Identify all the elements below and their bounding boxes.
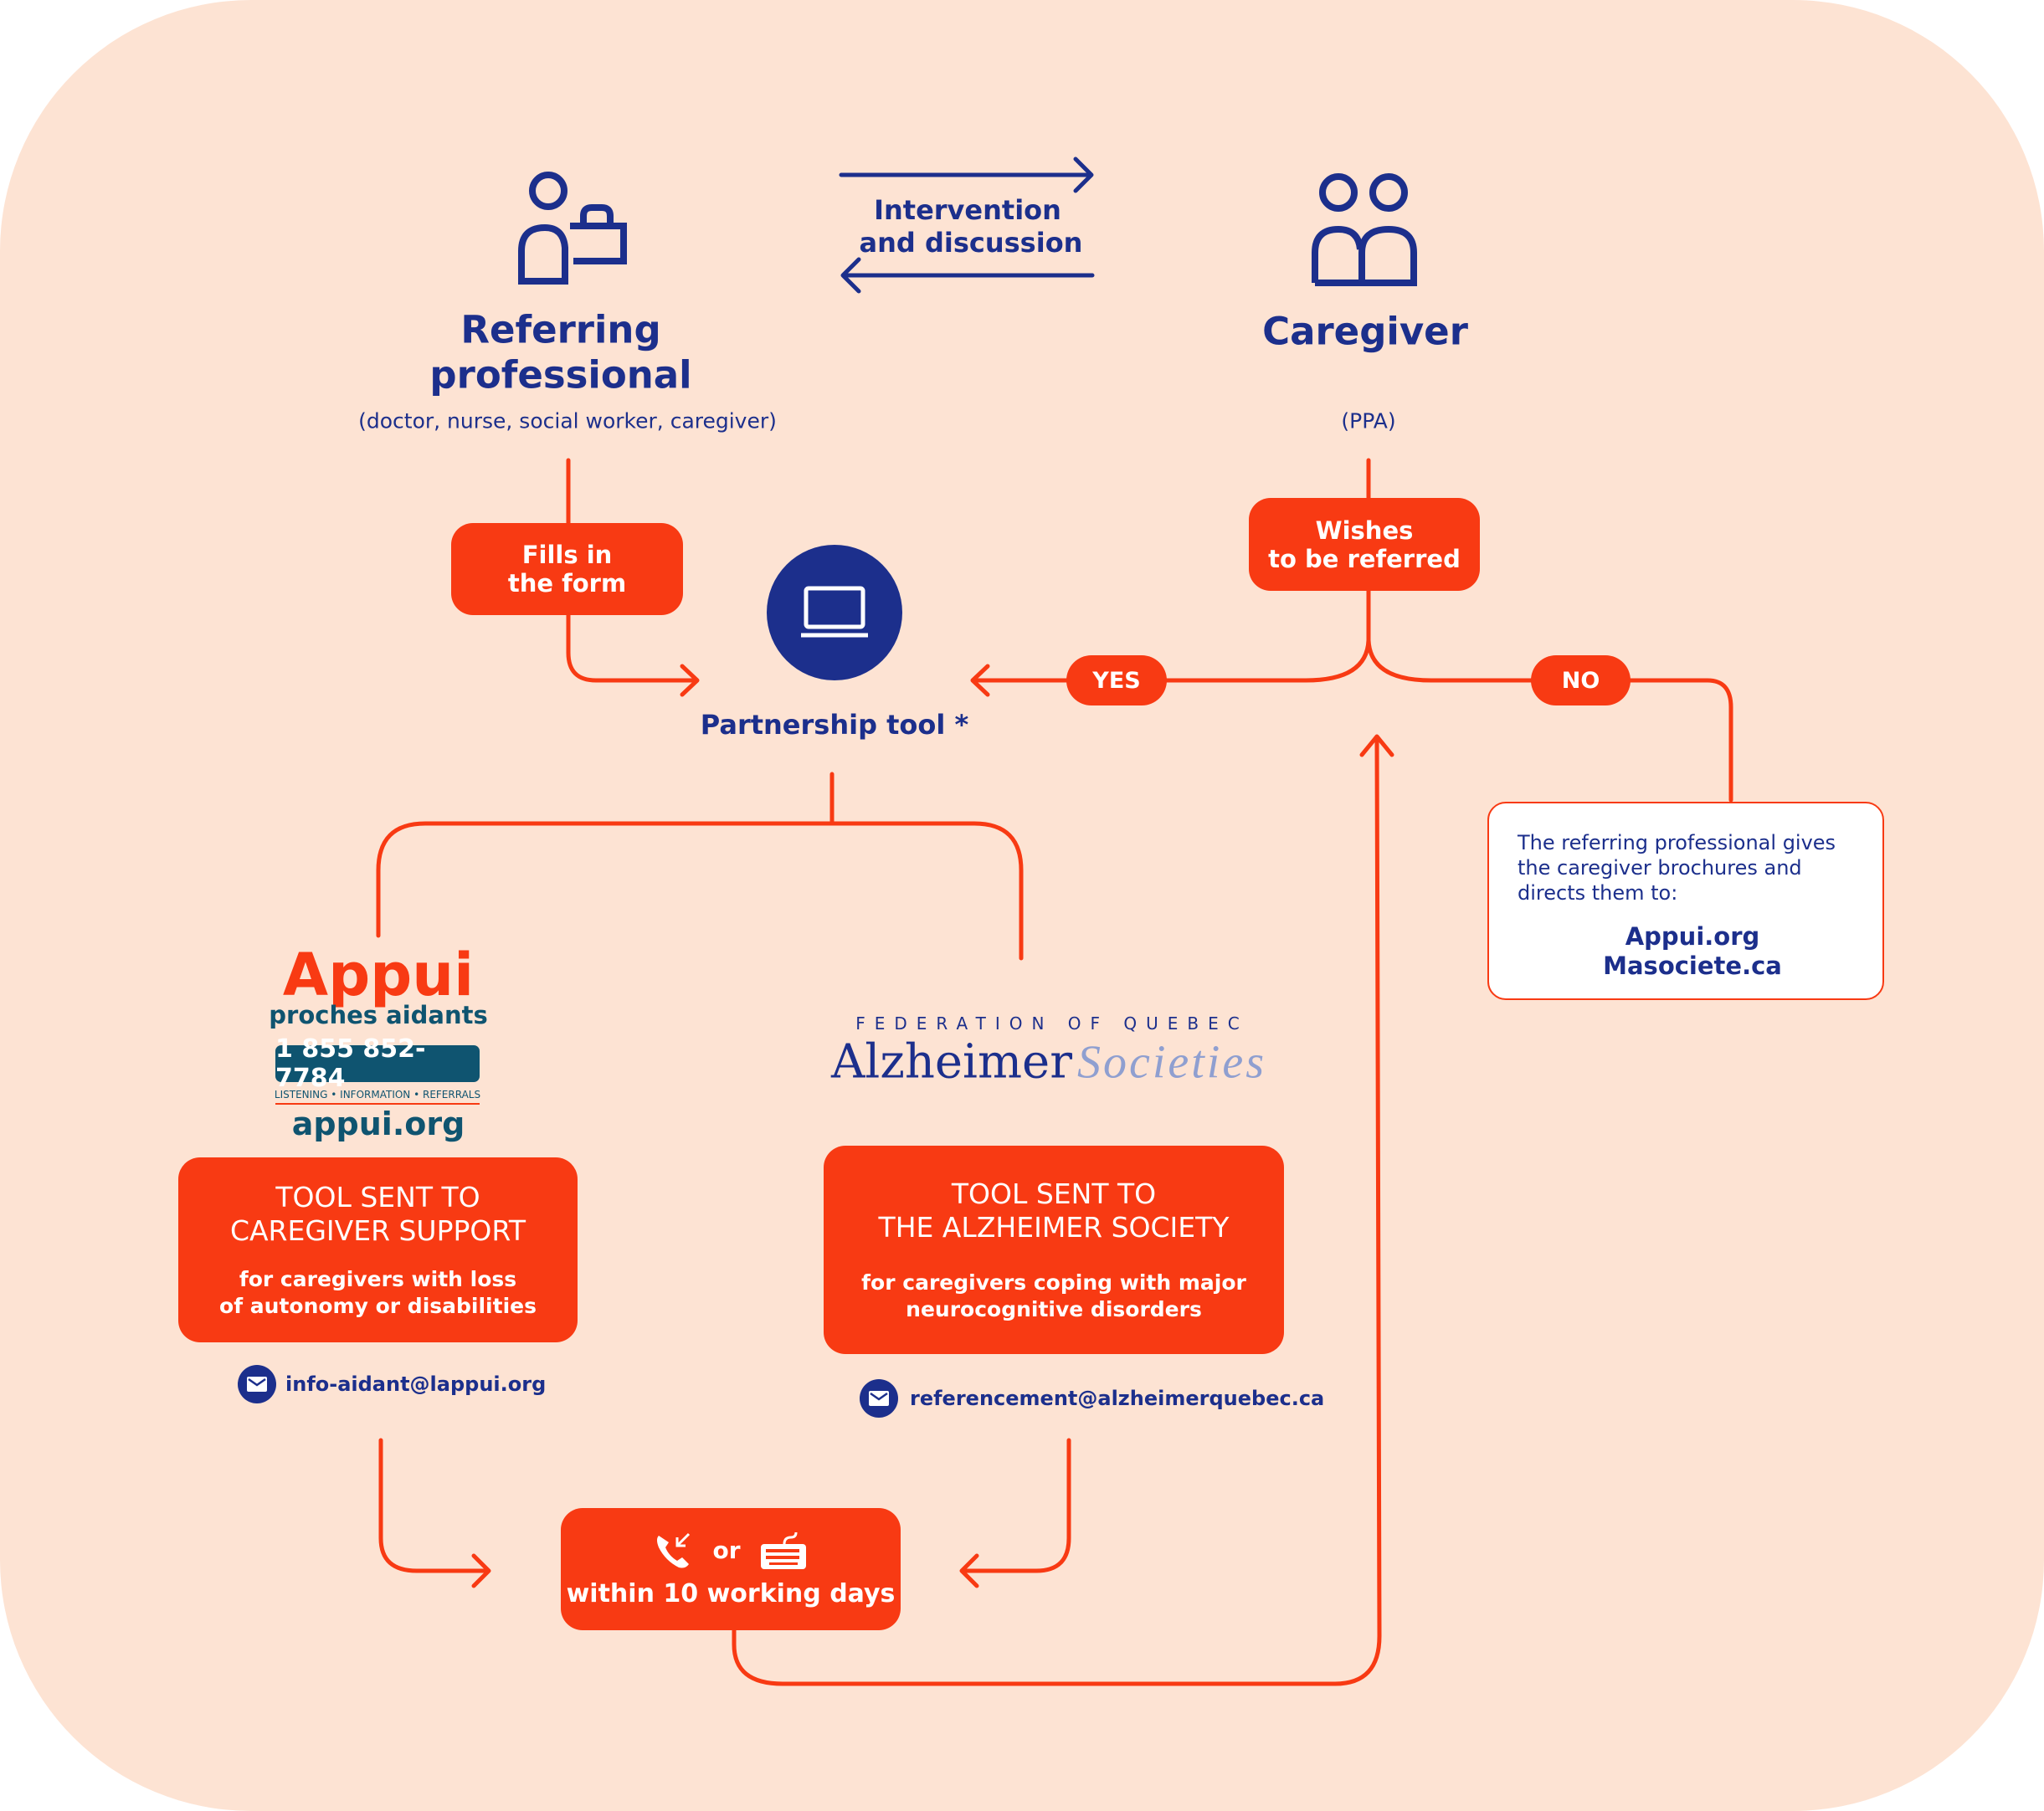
alz-name2: Societies <box>1076 1036 1267 1089</box>
arrow-appui-to-contact <box>378 1438 491 1588</box>
arrow-yes <box>970 588 1371 697</box>
tool-alzheimer-box: TOOL SENT TO THE ALZHEIMER SOCIETY for c… <box>824 1146 1284 1354</box>
appui-divider <box>275 1103 480 1105</box>
email-alzheimer[interactable]: referencement@alzheimerquebec.ca <box>910 1387 1325 1410</box>
line-tool-split <box>376 772 1024 961</box>
fills-form-line2: the form <box>507 569 627 598</box>
info-text: The referring professional gives the car… <box>1518 830 1836 906</box>
referring-subtitle: (doctor, nurse, social worker, caregiver… <box>358 408 777 434</box>
appui-logo-tagline: proches aidants <box>269 1001 488 1029</box>
box-alz-line2: THE ALZHEIMER SOCIETY <box>878 1210 1230 1244</box>
return-loop-arrow <box>732 734 1394 1686</box>
appui-phone: 1 855 852-7784 <box>275 1034 480 1093</box>
yes-pill: YES <box>1066 655 1167 705</box>
tool-caregiver-support-box: TOOL SENT TO CAREGIVER SUPPORT for careg… <box>178 1157 578 1342</box>
no-pill: NO <box>1531 655 1631 705</box>
box-appui-sub1: for caregivers with loss <box>239 1266 517 1291</box>
info-line3: directs them to: <box>1518 881 1678 905</box>
exchange-label-line1: Intervention <box>874 194 1061 226</box>
box-alz-line1: TOOL SENT TO <box>951 1177 1157 1210</box>
caregiver-title: Caregiver <box>1262 309 1468 354</box>
arrow-alz-to-contact <box>959 1438 1071 1588</box>
arrow-left <box>840 257 1095 294</box>
arrow-form-to-tool <box>566 613 700 697</box>
laptop-icon <box>767 545 902 680</box>
arrow-right <box>839 156 1094 193</box>
box-alz-sub1: for caregivers coping with major <box>861 1270 1246 1295</box>
link-masociete[interactable]: Masociete.ca <box>1603 952 1782 980</box>
caregiver-subtitle: (PPA) <box>1341 408 1396 434</box>
appui-services: LISTENING • INFORMATION • REFERRALS <box>274 1089 481 1100</box>
exchange-label-line2: and discussion <box>859 227 1083 259</box>
info-line2: the caregiver brochures and <box>1518 856 1802 880</box>
referring-title-line1: Referring <box>460 307 661 352</box>
fills-form-box: Fills in the form <box>451 523 683 615</box>
fills-form-line1: Fills in <box>521 541 613 569</box>
appui-site: appui.org <box>291 1106 465 1142</box>
box-appui-line1: TOOL SENT TO <box>275 1180 480 1213</box>
contact-within-days: within 10 working days <box>566 1578 896 1608</box>
box-appui-sub2: of autonomy or disabilities <box>219 1293 537 1318</box>
wishes-referred-box: Wishes to be referred <box>1249 498 1480 591</box>
keyboard-icon <box>760 1531 806 1569</box>
professional-with-briefcase-icon <box>518 172 627 285</box>
referring-title-line2: professional <box>429 352 692 398</box>
contact-or: or <box>712 1537 741 1564</box>
brochure-info-box: The referring professional gives the car… <box>1487 802 1884 1000</box>
alz-federation: FEDERATION OF QUEBEC <box>855 1013 1249 1034</box>
alz-name1: Alzheimer <box>830 1034 1072 1090</box>
link-appui[interactable]: Appui.org <box>1625 922 1760 951</box>
email-icon <box>238 1365 276 1403</box>
wishes-line2: to be referred <box>1268 544 1461 573</box>
email-appui[interactable]: info-aidant@lappui.org <box>285 1372 547 1396</box>
box-alz-sub2: neurocognitive disorders <box>906 1296 1202 1321</box>
email-icon <box>860 1379 898 1418</box>
contact-box: or within 10 working days <box>561 1508 901 1630</box>
appui-logo-name: Appui <box>282 941 475 1009</box>
partnership-tool-label: Partnership tool * <box>700 709 969 741</box>
line-no <box>1366 638 1733 803</box>
wishes-line1: Wishes <box>1315 516 1414 545</box>
box-appui-line2: CAREGIVER SUPPORT <box>229 1213 526 1247</box>
exchange-arrows <box>839 156 1095 294</box>
two-people-icon <box>1312 173 1417 286</box>
info-line1: The referring professional gives <box>1518 831 1836 854</box>
phone-incoming-icon <box>657 1532 691 1567</box>
